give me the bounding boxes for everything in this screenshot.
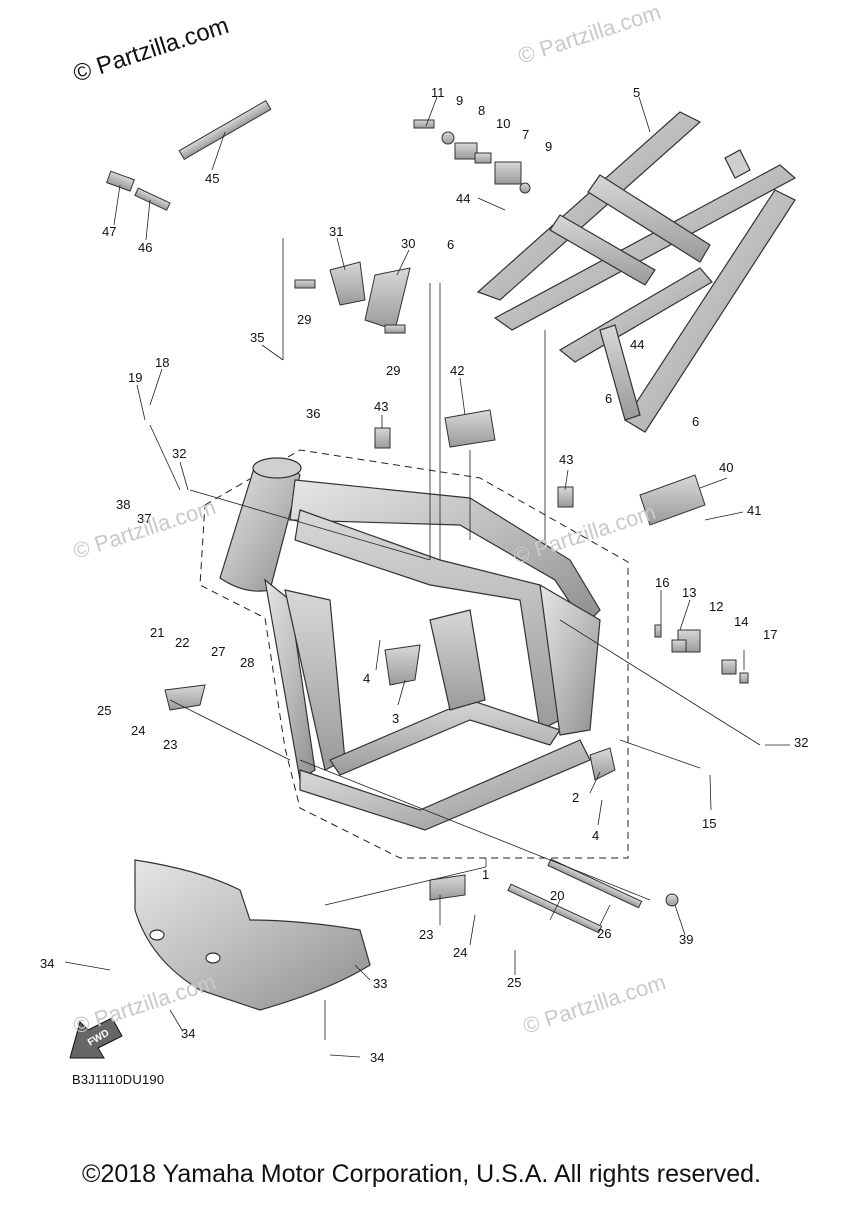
main-frame bbox=[219, 457, 601, 831]
callout-44: 44 bbox=[456, 191, 470, 206]
callout-36: 36 bbox=[306, 406, 320, 421]
callout-45: 45 bbox=[205, 171, 219, 186]
callout-28: 28 bbox=[240, 655, 254, 670]
callout-38: 38 bbox=[116, 497, 130, 512]
callout-5: 5 bbox=[633, 85, 640, 100]
callout-6: 6 bbox=[605, 391, 612, 406]
callout-44: 44 bbox=[630, 337, 644, 352]
callout-26: 26 bbox=[597, 926, 611, 941]
callout-24: 24 bbox=[131, 723, 145, 738]
callout-40: 40 bbox=[719, 460, 733, 475]
callout-7: 7 bbox=[522, 127, 529, 142]
callout-30: 30 bbox=[401, 236, 415, 251]
callout-31: 31 bbox=[329, 224, 343, 239]
callout-21: 21 bbox=[150, 625, 164, 640]
callout-32: 32 bbox=[794, 735, 808, 750]
diagram-code: B3J1110DU190 bbox=[72, 1072, 165, 1087]
callout-46: 46 bbox=[138, 240, 152, 255]
callout-18: 18 bbox=[155, 355, 169, 370]
callout-34: 34 bbox=[40, 956, 54, 971]
callout-15: 15 bbox=[702, 816, 716, 831]
callout-10: 10 bbox=[496, 116, 510, 131]
callout-14: 14 bbox=[734, 614, 748, 629]
fwd-arrow: FWD bbox=[69, 1017, 123, 1059]
callout-6: 6 bbox=[692, 414, 699, 429]
callout-20: 20 bbox=[550, 888, 564, 903]
callout-1: 1 bbox=[482, 867, 489, 882]
callout-35: 35 bbox=[250, 330, 264, 345]
leader-lines bbox=[64, 96, 790, 1058]
frame-dashed-outline bbox=[199, 449, 629, 859]
callout-13: 13 bbox=[682, 585, 696, 600]
callout-23: 23 bbox=[163, 737, 177, 752]
callout-34: 34 bbox=[370, 1050, 384, 1065]
callout-6: 6 bbox=[447, 237, 454, 252]
callout-2: 2 bbox=[572, 790, 579, 805]
callout-22: 22 bbox=[175, 635, 189, 650]
callout-19: 19 bbox=[128, 370, 142, 385]
skid-plate bbox=[134, 859, 371, 1011]
callout-9: 9 bbox=[456, 93, 463, 108]
callout-43: 43 bbox=[559, 452, 573, 467]
callout-29: 29 bbox=[297, 312, 311, 327]
callout-16: 16 bbox=[655, 575, 669, 590]
copyright-notice: ©2018 Yamaha Motor Corporation, U.S.A. A… bbox=[82, 1160, 761, 1188]
callout-37: 37 bbox=[137, 511, 151, 526]
callout-33: 33 bbox=[373, 976, 387, 991]
callout-3: 3 bbox=[392, 711, 399, 726]
callout-23: 23 bbox=[419, 927, 433, 942]
callout-4: 4 bbox=[363, 671, 370, 686]
callout-29: 29 bbox=[386, 363, 400, 378]
callout-8: 8 bbox=[478, 103, 485, 118]
callout-12: 12 bbox=[709, 599, 723, 614]
callout-11: 11 bbox=[431, 85, 445, 100]
callout-47: 47 bbox=[102, 224, 116, 239]
callout-25: 25 bbox=[97, 703, 111, 718]
callout-9: 9 bbox=[545, 139, 552, 154]
callout-17: 17 bbox=[763, 627, 777, 642]
callout-numbers: 11 9 8 10 7 9 5 45 47 46 44 31 30 6 29 2… bbox=[40, 85, 808, 1065]
callout-41: 41 bbox=[747, 503, 761, 518]
callout-32: 32 bbox=[172, 446, 186, 461]
hardware-parts bbox=[106, 99, 749, 934]
sub-frame bbox=[476, 111, 797, 433]
callout-39: 39 bbox=[679, 932, 693, 947]
callout-34: 34 bbox=[181, 1026, 195, 1041]
callout-42: 42 bbox=[450, 363, 464, 378]
callout-25: 25 bbox=[507, 975, 521, 990]
callout-27: 27 bbox=[211, 644, 225, 659]
callout-24: 24 bbox=[453, 945, 467, 960]
callout-4: 4 bbox=[592, 828, 599, 843]
callout-43: 43 bbox=[374, 399, 388, 414]
